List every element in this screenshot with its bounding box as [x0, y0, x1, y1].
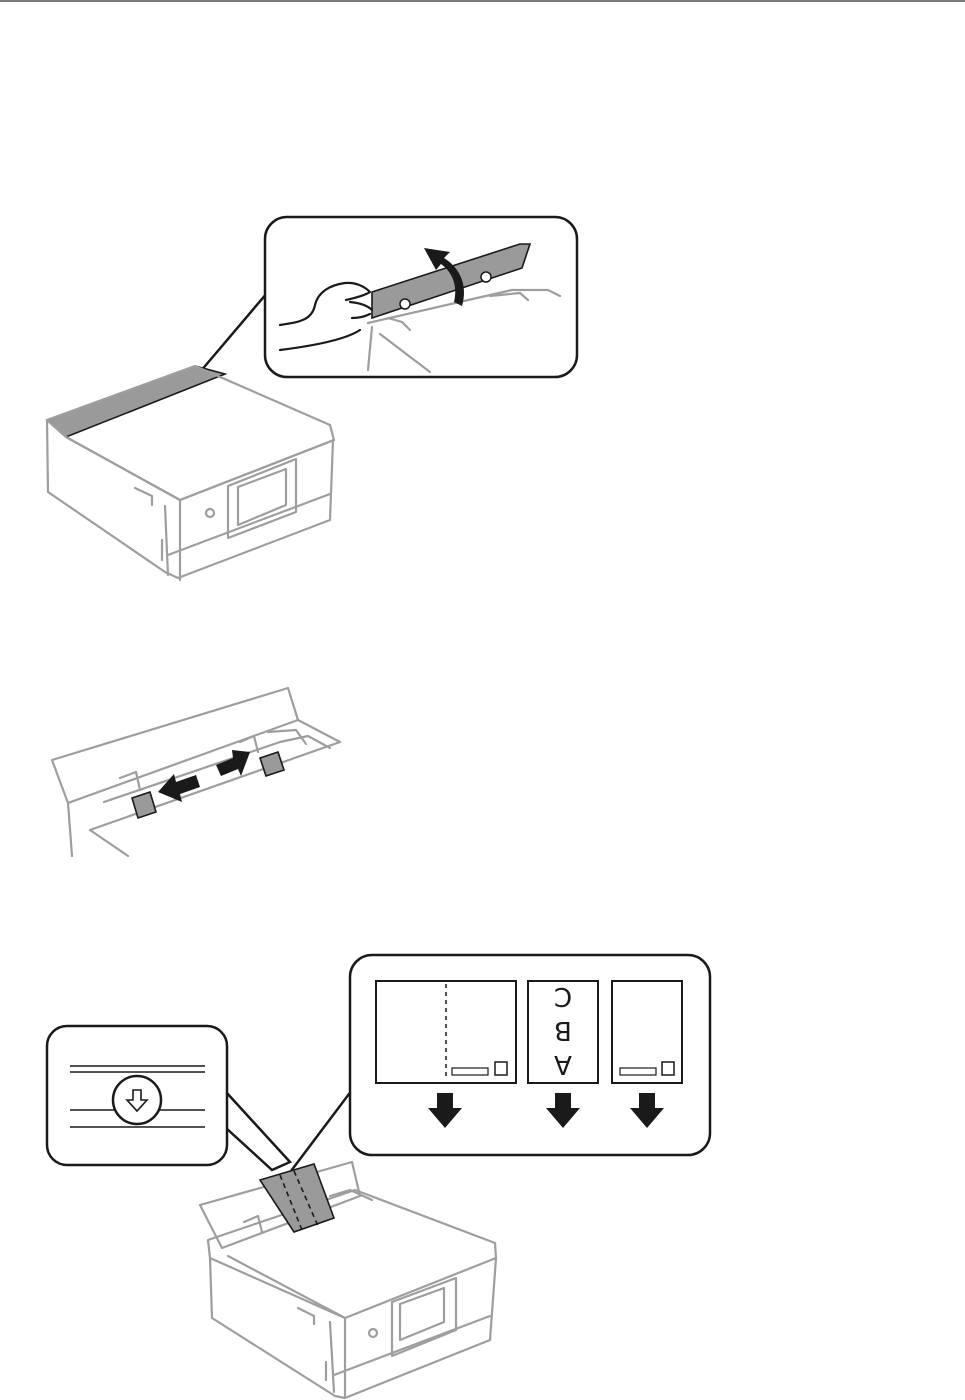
- step-open-cover: [0, 0, 965, 600]
- callout-open-cover: [200, 217, 577, 377]
- letter-c: C: [554, 981, 572, 1011]
- letter-a: A: [554, 1049, 572, 1079]
- printer-paper-feeder: [52, 688, 340, 856]
- printer: [47, 366, 334, 580]
- edge-guide-right: [260, 752, 284, 776]
- callout-paper-orientation: A B C: [288, 955, 710, 1175]
- rear-cover-closed: [47, 366, 225, 437]
- printer-loading: [200, 1162, 496, 1398]
- step-load-paper: A B C: [0, 940, 965, 1400]
- step-edge-guides: [0, 640, 965, 860]
- arrow-left-icon: [158, 774, 200, 802]
- letter-b: B: [554, 1015, 572, 1045]
- callout-load-mark: [47, 1026, 290, 1170]
- loaded-envelope: [260, 1164, 334, 1232]
- arrow-right-icon: [216, 750, 250, 776]
